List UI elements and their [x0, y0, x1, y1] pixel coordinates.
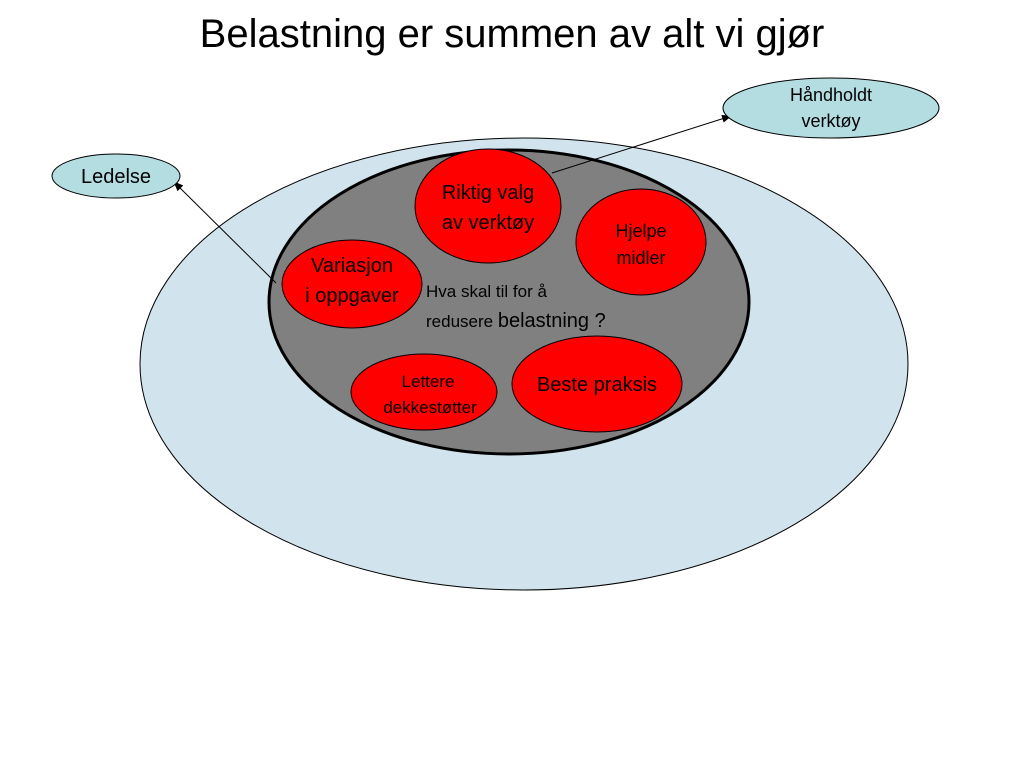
center-question-line1: Hva skal til for å: [426, 282, 547, 301]
bubble-hjelpe-midler-line1: Hjelpe: [615, 221, 666, 241]
arrow-to-handholdt: [551, 114, 732, 174]
callout-handholdt: Håndholdt verktøy: [722, 77, 940, 139]
center-question-belastning: belastning ?: [498, 310, 606, 332]
center-question-redusere: redusere: [426, 312, 498, 331]
bubble-variasjon-line2: i oppgaver: [305, 285, 399, 307]
bubble-variasjon: Variasjon i oppgaver: [281, 239, 423, 329]
bubble-hjelpe-midler-line2: midler: [616, 248, 665, 268]
bubble-beste-praksis: Beste praksis: [511, 335, 683, 433]
bubble-beste-praksis-label: Beste praksis: [537, 374, 657, 396]
bubble-lettere-line1: Lettere: [402, 372, 455, 391]
arrow-to-ledelse: [173, 181, 277, 284]
callout-handholdt-line1: Håndholdt: [790, 85, 872, 105]
bubble-riktig-valg-line2: av verktøy: [442, 212, 534, 234]
bubble-riktig-valg-line1: Riktig valg: [442, 182, 534, 204]
center-question-line2: redusere belastning ?: [426, 310, 606, 332]
bubble-lettere: Lettere dekkestøtter: [350, 353, 498, 431]
slide-title: Belastning er summen av alt vi gjør: [199, 12, 825, 56]
bubble-lettere-line2: dekkestøtter: [383, 398, 477, 417]
bubble-variasjon-line1: Variasjon: [311, 255, 393, 277]
bubble-hjelpe-midler: Hjelpe midler: [575, 188, 707, 296]
bubble-riktig-valg: Riktig valg av verktøy: [414, 148, 562, 264]
callout-handholdt-line2: verktøy: [801, 111, 860, 131]
callout-ledelse-label: Ledelse: [81, 166, 151, 188]
callout-ledelse: Ledelse: [51, 153, 181, 199]
